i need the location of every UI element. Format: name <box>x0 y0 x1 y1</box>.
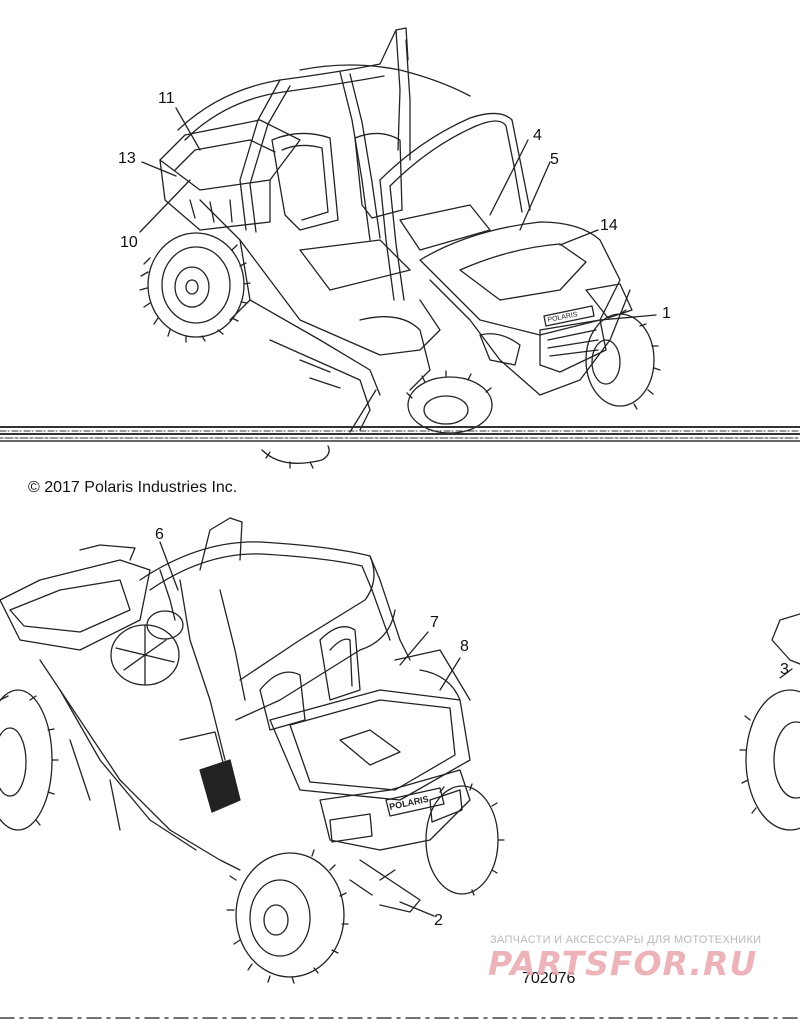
callout-6: 6 <box>155 526 164 543</box>
copyright-notice: © 2017 Polaris Industries Inc. <box>28 479 238 496</box>
section-divider <box>0 426 800 442</box>
callout-11: 11 <box>158 90 175 107</box>
callout-3: 3 <box>780 661 789 678</box>
callout-10: 10 <box>120 234 138 251</box>
document-number: 702076 <box>522 970 576 987</box>
callout-14: 14 <box>600 217 618 234</box>
watermark-tagline: ЗАПЧАСТИ И АКСЕССУАРЫ ДЛЯ МОТОТЕХНИКИ <box>490 934 762 946</box>
callout-1: 1 <box>662 305 671 322</box>
bottom-vehicle-illustration <box>0 517 800 984</box>
callout-2: 2 <box>434 912 443 929</box>
callout-5: 5 <box>550 151 559 168</box>
watermark-brand: PARTSFOR.RU <box>488 944 758 983</box>
callout-13: 13 <box>118 150 136 167</box>
callout-4: 4 <box>533 127 542 144</box>
callout-8: 8 <box>460 638 469 655</box>
callout-7: 7 <box>430 614 439 631</box>
top-vehicle-illustration <box>139 27 661 469</box>
